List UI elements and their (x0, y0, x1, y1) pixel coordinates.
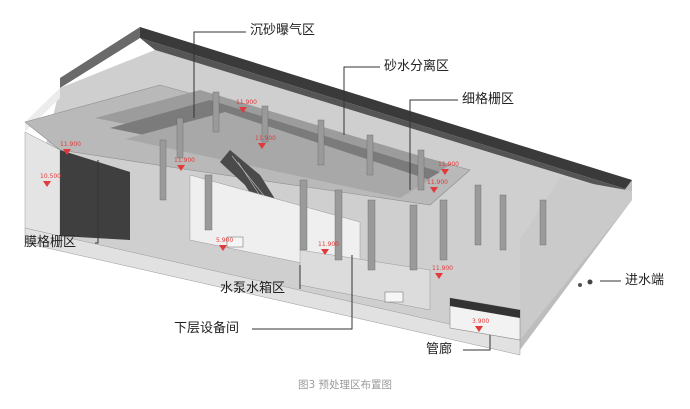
label-sand-water-separation: 砂水分离区 (384, 59, 450, 74)
north-wall-face (140, 38, 632, 196)
south-wall (24, 227, 521, 356)
svg-text:11.900: 11.900 (60, 141, 81, 148)
svg-text:11.900: 11.900 (318, 241, 339, 248)
svg-text:11.900: 11.900 (438, 161, 459, 168)
label-fine-screen: 细格栅区 (462, 92, 515, 107)
elevation-marker: 11.900 (236, 99, 257, 113)
svg-text:11.900: 11.900 (174, 157, 195, 164)
dark-room-left (60, 150, 130, 240)
svg-text:11.900: 11.900 (427, 179, 448, 186)
elevation-marker: 11.900 (174, 157, 195, 171)
inlet-hole-2 (587, 279, 593, 285)
elevation-marker: 11.900 (432, 265, 453, 279)
north-wall-top (140, 27, 632, 191)
building-model: 11.900 11.900 11.900 11.900 11.900 11.90… (24, 27, 632, 356)
west-wall-top (60, 27, 140, 88)
columns (159, 91, 547, 271)
pipe-gallery-pipe (450, 298, 520, 318)
elevation-marker: 11.900 (318, 241, 339, 255)
elevation-marker: 5.900 (216, 237, 233, 251)
label-lower-equipment: 下层设备间 (174, 321, 240, 336)
svg-text:5.900: 5.900 (216, 237, 233, 244)
inlet-hole (578, 283, 582, 287)
svg-text:11.900: 11.900 (432, 265, 453, 272)
elevation-marker: 3.900 (472, 318, 489, 332)
label-inlet: 进水端 (625, 273, 665, 288)
figure-caption: 图3 预处理区布置图 (297, 379, 393, 391)
elevation-marker: 10.500 (40, 173, 61, 187)
svg-text:11.900: 11.900 (236, 99, 257, 106)
membrane-screen-room (24, 131, 61, 237)
elevation-markers: 11.900 11.900 11.900 11.900 11.900 11.90… (40, 99, 489, 332)
svg-text:3.900: 3.900 (472, 318, 489, 325)
label-pipe-gallery: 管廊 (426, 342, 453, 357)
channel-3 (125, 112, 430, 198)
elevation-marker: 11.900 (255, 135, 276, 149)
elevation-marker: 11.900 (438, 161, 459, 175)
east-inner-wall (520, 178, 632, 340)
equipment-box-1 (226, 236, 244, 248)
label-pump-tank: 水泵水箱区 (220, 281, 286, 296)
leader-lines (95, 31, 621, 351)
elevation-marker: 11.900 (60, 141, 81, 155)
elevation-marker: 11.900 (427, 179, 448, 193)
svg-text:10.500: 10.500 (40, 173, 61, 180)
svg-text:11.900: 11.900 (255, 135, 276, 142)
equipment-box-2 (384, 291, 404, 303)
label-grit-aeration: 沉砂曝气区 (250, 23, 316, 38)
label-membrane-screen: 膜格栅区 (24, 235, 77, 250)
